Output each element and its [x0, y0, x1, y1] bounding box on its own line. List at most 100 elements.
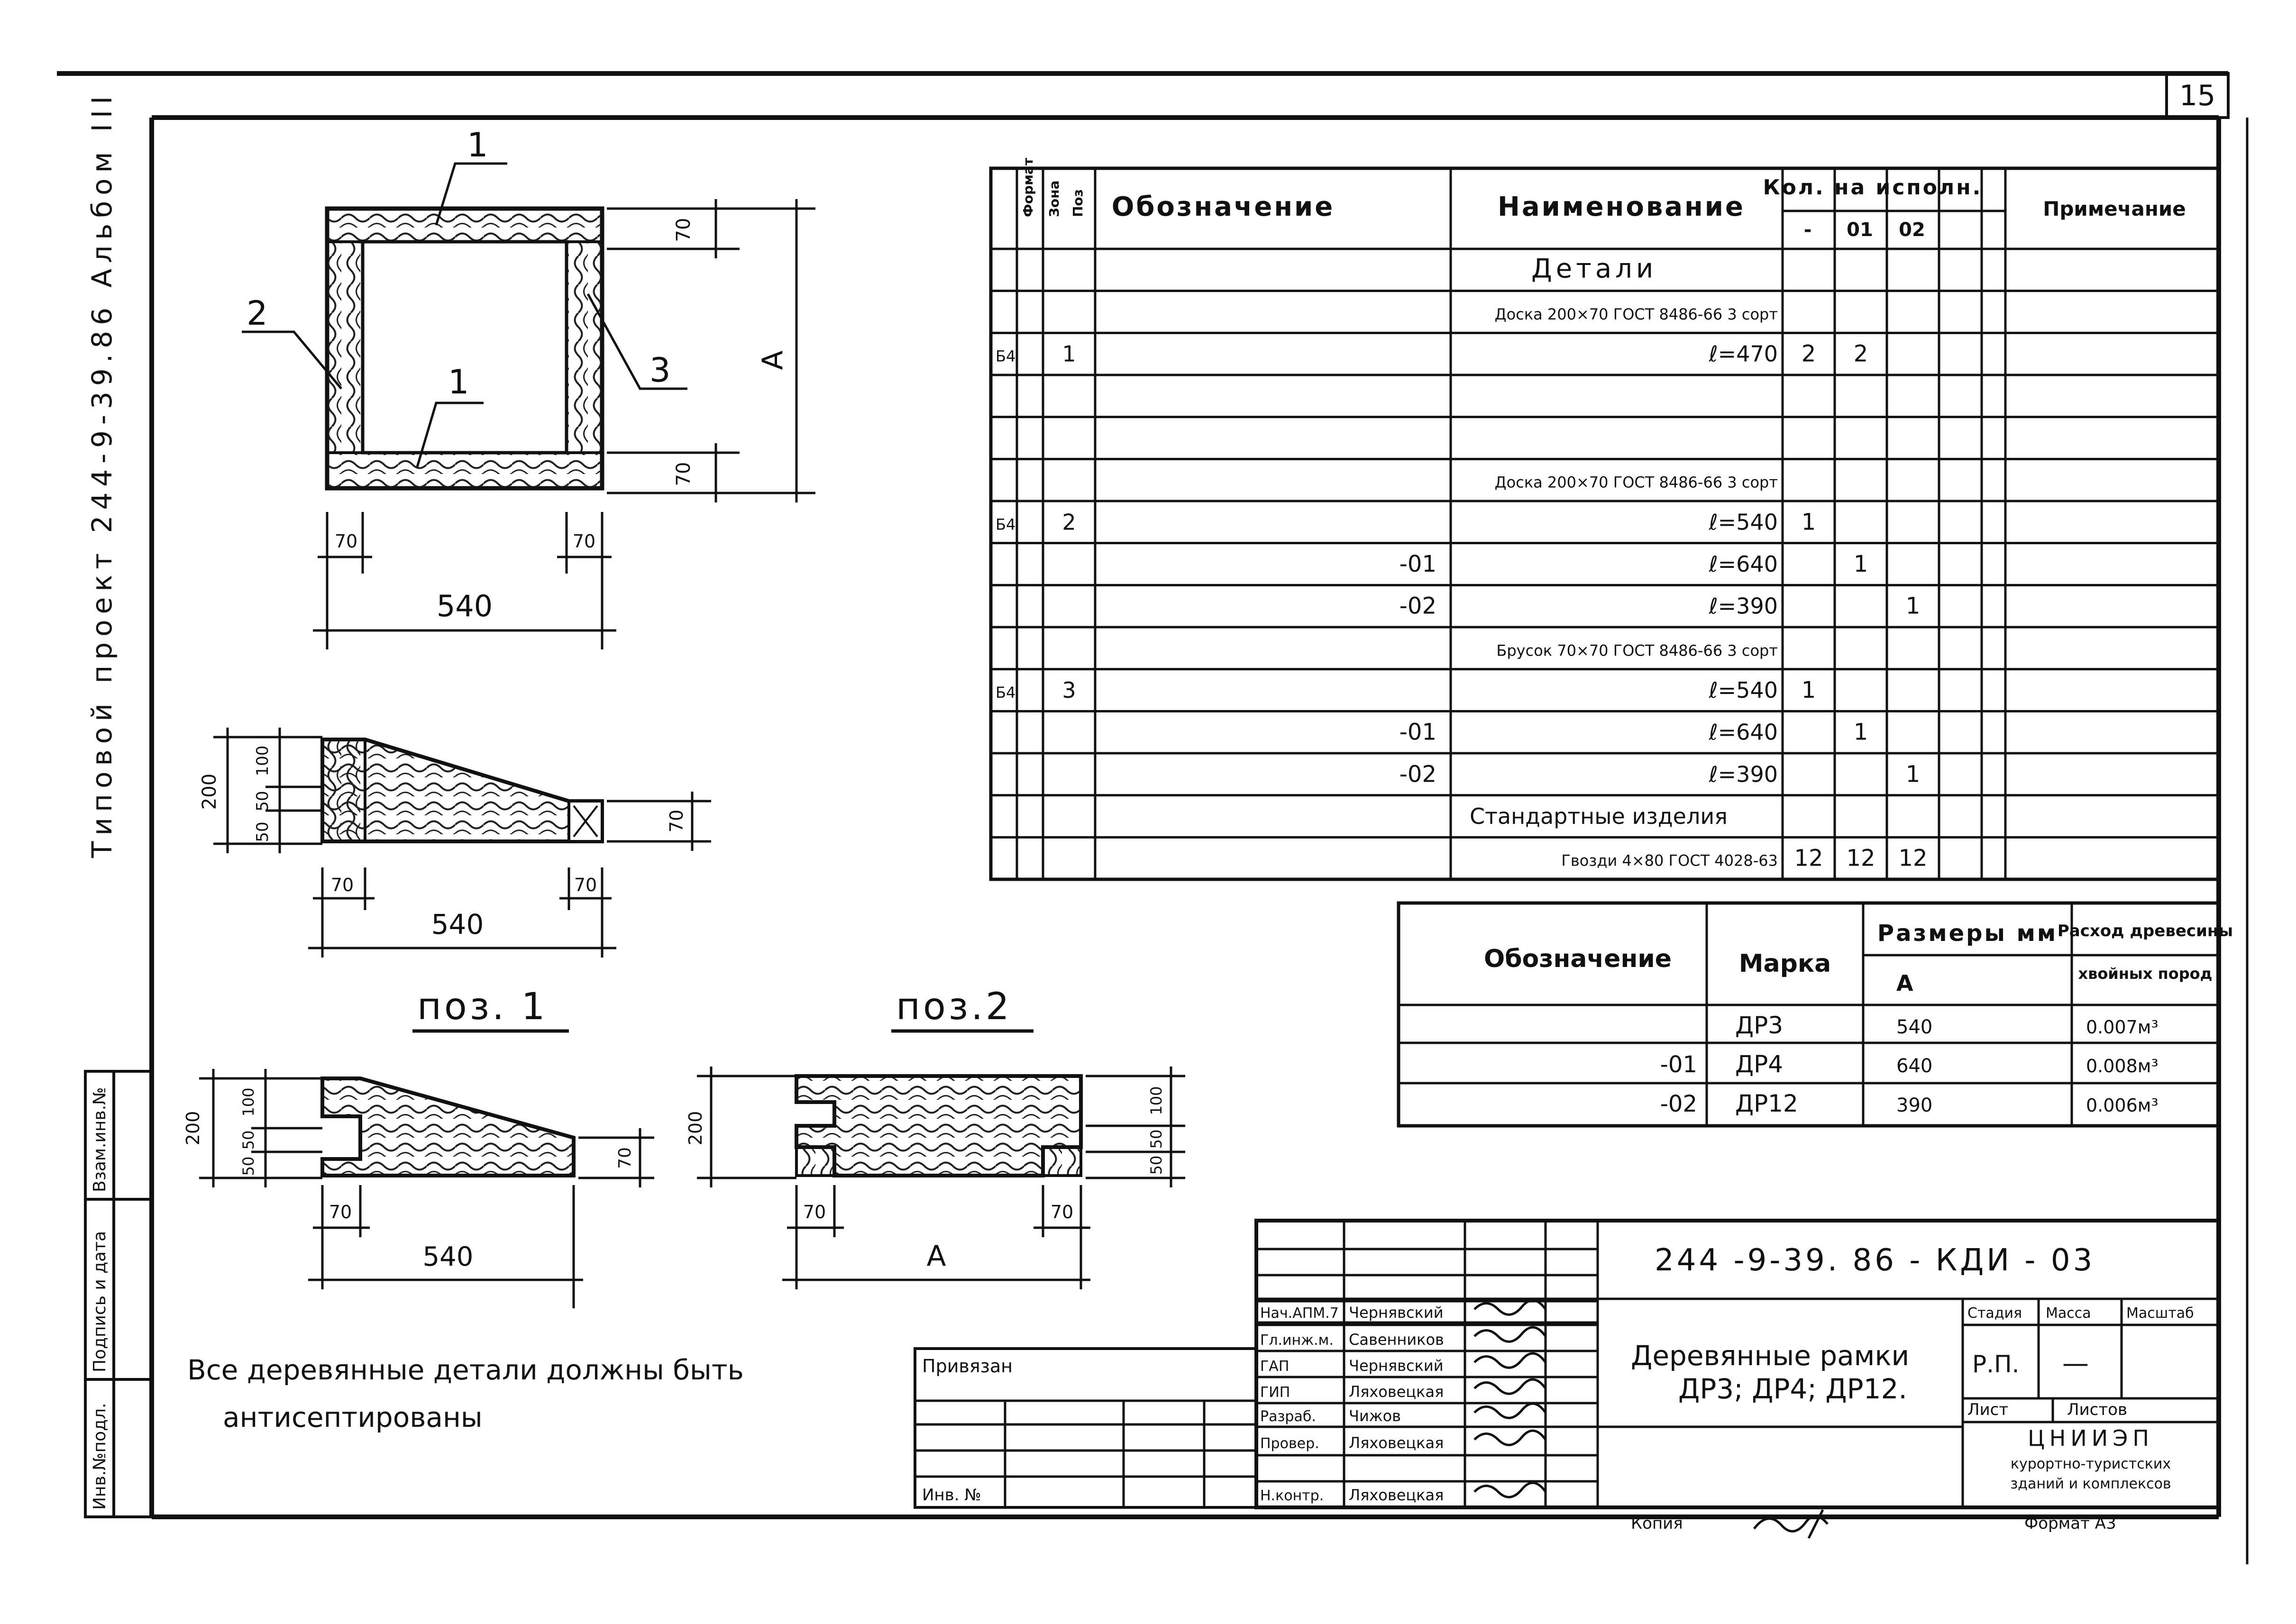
marks-h-sizes: Размеры мм: [1877, 920, 2058, 947]
spec-h-format: Формат: [1020, 157, 1036, 217]
spec-cell-fmt: Б4: [996, 684, 1015, 702]
mass-label: Масса: [2046, 1305, 2091, 1322]
pos1-dim-50b: 50: [239, 1131, 257, 1150]
role-label: ГИП: [1260, 1384, 1290, 1401]
marks-cell-mark: ДР12: [1735, 1090, 1798, 1117]
role-name: Чернявский: [1349, 1357, 1443, 1375]
section-dim-left: 70: [331, 875, 354, 895]
signature-mark: [1473, 1352, 1547, 1369]
spec-cell-name: ℓ=540: [1709, 509, 1778, 535]
spec-cell-des: -01: [1400, 551, 1436, 577]
pos2-dim-50a: 50: [1147, 1130, 1165, 1149]
frame-dim-width: 540: [437, 589, 493, 623]
spec-cell-fmt: Б4: [996, 347, 1015, 365]
spec-cell-q2: 12: [1898, 845, 1927, 872]
role-name: Чернявский: [1349, 1304, 1443, 1322]
role-label: Н.контр.: [1260, 1487, 1324, 1504]
leader-1-mid: 1: [448, 363, 469, 401]
spec-h-qty-2: 02: [1899, 219, 1925, 241]
spec-cell-pos: 1: [1062, 341, 1076, 367]
pos1-dim-50a: 50: [239, 1157, 257, 1176]
spec-cell-q1: 12: [1846, 845, 1875, 872]
pos2-dim-left: 70: [803, 1202, 826, 1223]
pos1-dim-70-right: 70: [615, 1147, 635, 1169]
inv-podl-label: Инв.№подл.: [90, 1403, 110, 1510]
pos2-title: поз.2: [896, 985, 1012, 1028]
signature-mark: [1473, 1326, 1547, 1343]
spec-cell-name: Стандартные изделия: [1470, 803, 1728, 829]
pos1-dim-100: 100: [239, 1087, 257, 1116]
section-dim-50b: 50: [253, 791, 272, 811]
section-dim-200: 200: [199, 774, 220, 810]
spec-cell-q2: 1: [1906, 593, 1921, 620]
section-drawing: 200 50 50 100 70 70 70 540: [199, 728, 711, 958]
marks-h-designation: Обозначение: [1484, 945, 1672, 973]
frame-drawing: 1 2 1 3 70 70 А 70 70 540: [242, 126, 815, 649]
marks-cell-a: 640: [1896, 1055, 1932, 1077]
signature-mark: [1473, 1402, 1547, 1419]
spec-cell-des: -02: [1400, 761, 1436, 787]
sheet-label: Лист: [1967, 1400, 2008, 1419]
spec-cell-name: Доска 200×70 ГОСТ 8486-66 3 сорт: [1495, 474, 1778, 492]
spec-h-qty-0: -: [1804, 219, 1812, 241]
spec-table: Формат Зона Поз Обозначение Наименование…: [989, 157, 2221, 881]
marks-cell-wood: 0.007м³: [2086, 1017, 2159, 1038]
spec-h-note: Примечание: [2043, 197, 2186, 220]
spec-cell-q0: 12: [1794, 845, 1823, 872]
tied-block: Привязан Инв. №: [914, 1347, 1258, 1509]
spec-h-pos: Поз: [1070, 189, 1086, 217]
spec-cell-name: ℓ=470: [1709, 341, 1778, 367]
role-name: Ляховецкая: [1349, 1486, 1444, 1504]
signature-mark: [1473, 1299, 1547, 1316]
org-line3: зданий и комплексов: [2010, 1476, 2171, 1492]
spec-cell-name: ℓ=640: [1709, 720, 1778, 745]
signature-mark: [1473, 1429, 1547, 1446]
marks-cell-mark: ДР4: [1735, 1050, 1783, 1078]
signature-mark: [1473, 1481, 1547, 1498]
note-line1: Все деревянные детали должны быть: [187, 1354, 744, 1386]
sheets-label: Листов: [2067, 1400, 2127, 1419]
spec-cell-name: ℓ=390: [1709, 593, 1778, 619]
pos2-dim-A: А: [926, 1240, 946, 1273]
role-name: Чижов: [1349, 1407, 1401, 1425]
marks-cell-des: -01: [1660, 1051, 1697, 1078]
spec-h-qty: Кол. на исполн.: [1763, 175, 1983, 200]
pos1-dim-200: 200: [183, 1111, 203, 1146]
pos1-title: поз. 1: [417, 985, 548, 1028]
side-project-label: Типовой проект 244-9-39.86 Альбом III: [86, 91, 118, 858]
role-name: Ляховецкая: [1349, 1434, 1444, 1452]
spec-cell-q1: 1: [1854, 551, 1868, 577]
marks-cell-a: 390: [1896, 1095, 1932, 1116]
spec-cell-pos: 3: [1062, 677, 1076, 703]
section-dim-width: 540: [431, 908, 484, 940]
pos1-dim-width: 540: [423, 1241, 474, 1272]
spec-cell-name: Гвозди 4×80 ГОСТ 4028-63: [1561, 852, 1778, 870]
role-label: Нач.АПМ.7: [1260, 1305, 1339, 1322]
leader-1-top: 1: [467, 126, 488, 164]
frame-dim-A: А: [756, 350, 789, 370]
role-label: Гл.инж.м.: [1260, 1332, 1334, 1349]
sheet-number-box: 15: [2165, 72, 2230, 119]
mass-value: —: [2062, 1348, 2089, 1379]
drawing-title-line1: Деревянные рамки: [1631, 1340, 1909, 1372]
marks-cell-wood: 0.008м³: [2086, 1056, 2159, 1077]
spec-cell-name: Брусок 70×70 ГОСТ 8486-66 3 сорт: [1496, 641, 1778, 659]
pos2-dim-right: 70: [1051, 1202, 1073, 1223]
section-dim-70-right: 70: [666, 810, 687, 832]
section-dim-100: 100: [253, 746, 272, 776]
pos2-dim-50b: 50: [1147, 1156, 1165, 1175]
role-label: Разраб.: [1260, 1408, 1316, 1425]
marks-cell-wood: 0.006м³: [2086, 1095, 2159, 1116]
spec-cell-name: ℓ=390: [1709, 761, 1778, 787]
spec-cell-pos: 2: [1062, 509, 1076, 535]
spec-cell-q2: 1: [1906, 761, 1921, 787]
spec-cell-name: ℓ=640: [1709, 551, 1778, 577]
spec-cell-q0: 2: [1802, 341, 1816, 367]
frame-dim-bottom: 70: [673, 462, 695, 486]
spec-cell-q0: 1: [1802, 509, 1816, 535]
leader-3: 3: [649, 351, 671, 390]
stage-value: Р.П.: [1972, 1350, 2020, 1378]
spec-cell-name: ℓ=540: [1709, 677, 1778, 703]
pos2-drawing: 200 100 50 50 70 70 А: [685, 1067, 1185, 1289]
